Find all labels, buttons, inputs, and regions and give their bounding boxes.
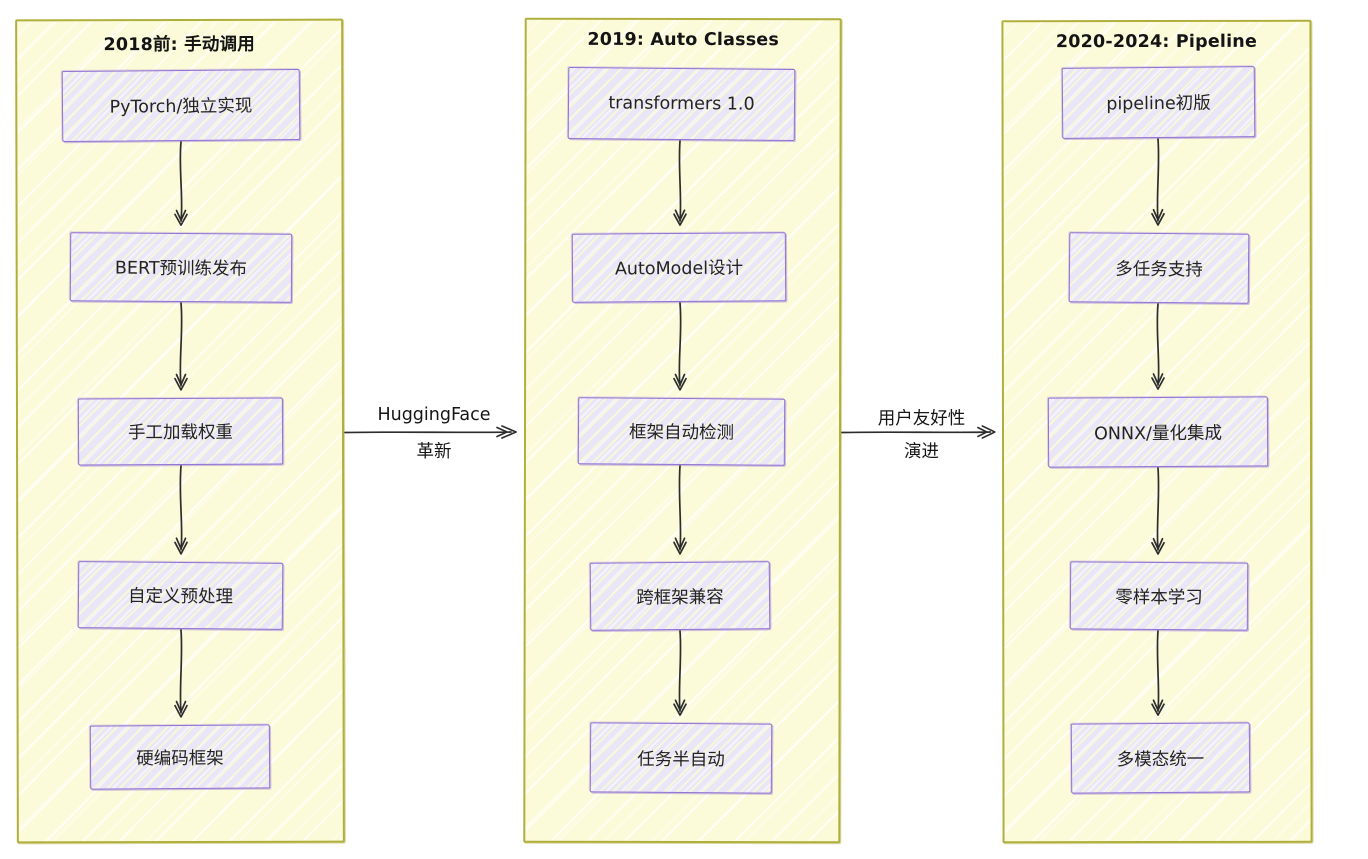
era-panel-title: 2018前: 手动调用 [103,34,255,56]
flow-node: 跨框架兼容 [589,561,771,631]
flow-node-label: 多模态统一 [1116,749,1205,770]
era-panel-title: 2019: Auto Classes [587,29,780,51]
flow-node-label: 自定义预处理 [127,586,234,608]
down-arrow [1151,303,1165,390]
flow-node: 多任务支持 [1068,232,1250,304]
flow-node: BERT预训练发布 [69,232,293,303]
down-arrow [673,465,687,555]
flow-node: 多模态统一 [1070,722,1251,794]
flow-node: PyTorch/独立实现 [61,68,301,143]
flow-node: 手工加载权重 [77,397,284,466]
right-arrow [841,425,996,439]
flow-node-label: transformers 1.0 [608,93,755,115]
flow-node-label: 硬编码框架 [136,748,224,769]
flow-node-label: 任务半自动 [637,749,725,770]
down-arrow [174,629,188,718]
down-arrow [1151,138,1165,226]
flow-node-label: AutoModel设计 [614,258,744,280]
flow-node-label: 框架自动检测 [628,422,735,444]
flow-node-label: BERT预训练发布 [114,258,248,280]
flow-node: 框架自动检测 [577,397,786,466]
flow-node: transformers 1.0 [567,67,796,141]
flow-node-label: PyTorch/独立实现 [109,96,253,118]
down-arrow [673,630,687,716]
down-arrow [1151,630,1165,716]
flow-node-label: ONNX/量化集成 [1094,423,1222,444]
down-arrow [673,302,687,391]
transition-label-bottom: 革新 [416,442,452,462]
era-panel-title: 2020-2024: Pipeline [1055,31,1258,53]
transition-label-top: HuggingFace [377,405,491,425]
transition-label-top: 用户友好性 [877,409,966,429]
down-arrow [1151,467,1165,555]
down-arrow [673,140,687,226]
flow-node: 任务半自动 [589,722,773,794]
flow-node: ONNX/量化集成 [1047,396,1269,468]
flow-node-label: pipeline初版 [1106,93,1211,115]
flow-node-label: 手工加载权重 [127,422,234,444]
flow-node-label: 多任务支持 [1115,259,1203,280]
flow-node-label: 跨框架兼容 [636,587,724,608]
right-arrow [344,425,517,439]
down-arrow [174,465,188,555]
transition-label-bottom: 演进 [904,442,939,462]
down-arrow [174,141,188,226]
down-arrow [174,302,188,391]
flow-node: 自定义预处理 [77,561,284,630]
flow-node: pipeline初版 [1061,66,1256,139]
flow-node-label: 零样本学习 [1115,587,1203,608]
flow-node: 零样本学习 [1069,561,1249,631]
flow-node: 硬编码框架 [89,724,271,790]
flow-node: AutoModel设计 [571,232,787,303]
